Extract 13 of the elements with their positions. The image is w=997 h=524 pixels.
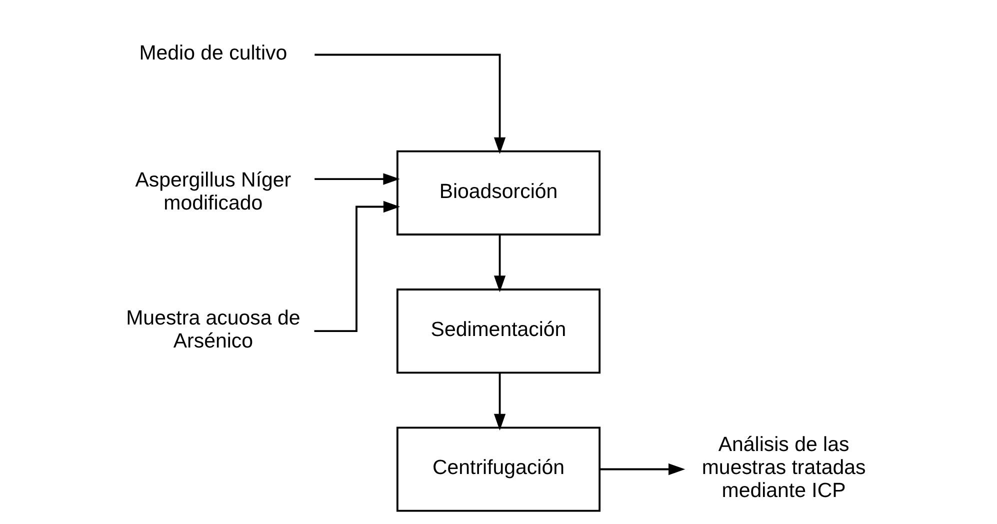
node-text: Medio de cultivo	[139, 42, 288, 65]
node-box: Bioadsorción	[396, 150, 601, 236]
node-text: Muestra acuosa de Arsénico	[126, 306, 300, 352]
node-box: Centrifugación	[396, 426, 601, 512]
node-text: Análisis de las muestras tratadas mediante ICP	[702, 433, 866, 502]
arrow	[314, 173, 400, 185]
arrow	[314, 200, 400, 332]
node-box: Sedimentación	[396, 288, 601, 374]
arrow	[314, 54, 506, 154]
node-text: Aspergillus Níger modificado	[135, 168, 292, 214]
arrow	[494, 234, 506, 292]
arrow	[494, 372, 506, 430]
arrow	[600, 463, 686, 476]
